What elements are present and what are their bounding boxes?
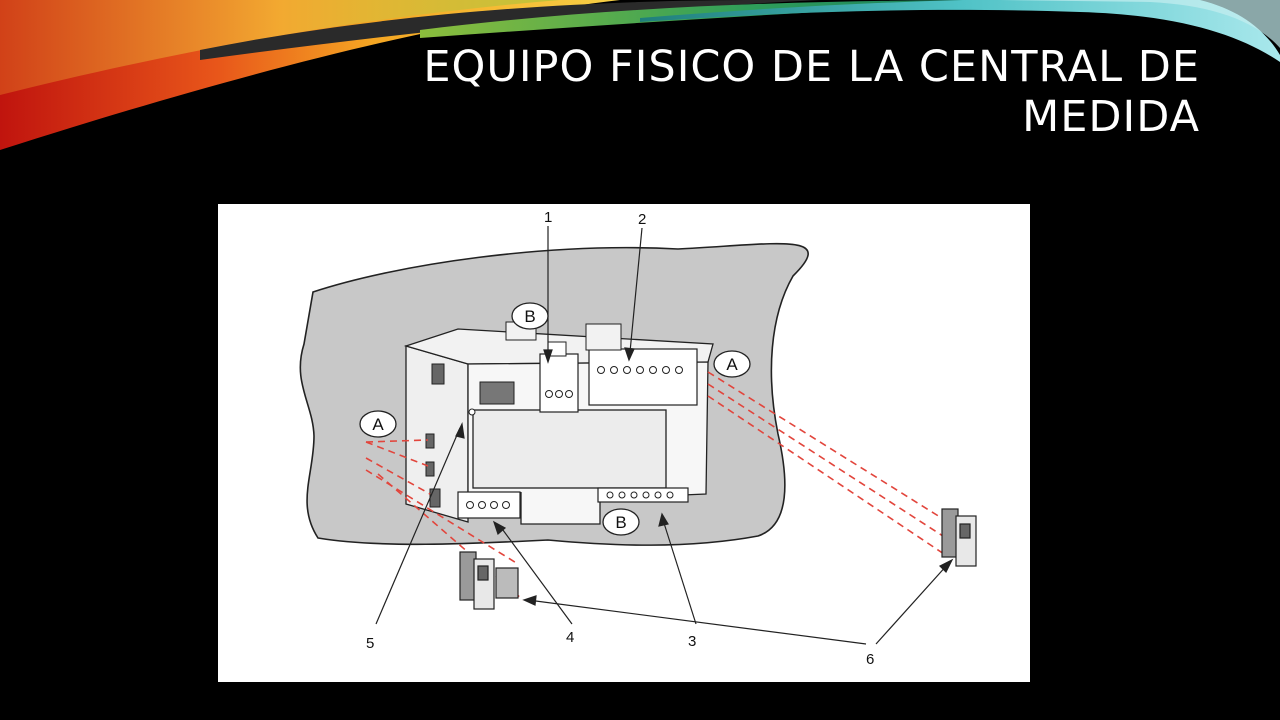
slide-title-line-1: EQUIPO FISICO DE LA CENTRAL DE [423, 42, 1200, 92]
svg-text:A: A [372, 415, 384, 434]
marker-a-right: A [713, 350, 751, 378]
marker-b-top: B [511, 302, 549, 330]
device-led [468, 408, 476, 416]
slide-title-line-2: MEDIDA [1022, 92, 1200, 142]
callout-label-1: 1 [544, 209, 552, 226]
marker-a-left: A [359, 410, 397, 438]
top-terminal-block-1 [539, 353, 579, 413]
bottom-terminal-screws-left [466, 501, 510, 509]
svg-text:B: B [524, 307, 535, 326]
top-terminal-screws-2 [597, 366, 683, 374]
callout-label-4: 4 [566, 629, 574, 646]
mounting-clip-bottom [459, 551, 519, 610]
callout-arrows [375, 226, 954, 645]
device-diagram-drawing: B A A B 1 2 3 4 5 6 [299, 209, 977, 668]
callout-label-3: 3 [688, 633, 696, 650]
callout-label-2: 2 [638, 211, 646, 228]
decorative-swoosh-banner [0, 0, 1280, 150]
side-port [479, 381, 515, 405]
callout-label-5: 5 [366, 635, 374, 652]
device-diagram-figure: B A A B 1 2 3 4 5 6 [218, 204, 1030, 682]
top-terminal-screws-1 [545, 390, 573, 398]
side-clip-top [431, 363, 445, 385]
side-slot-1 [425, 433, 435, 449]
bottom-terminal-screws-right [606, 491, 674, 499]
device-bottom-notch [520, 492, 601, 525]
device-display-window [472, 409, 667, 489]
callout-label-6: 6 [866, 651, 874, 668]
top-terminal-block-2 [588, 348, 698, 406]
marker-b-bottom: B [602, 508, 640, 536]
svg-text:B: B [615, 513, 626, 532]
svg-text:A: A [726, 355, 738, 374]
side-slot-3 [429, 488, 441, 508]
top-connector [585, 323, 622, 351]
slide-title: EQUIPO FISICO DE LA CENTRAL DE MEDIDA [380, 42, 1200, 142]
mounting-clip-right [941, 508, 977, 567]
side-slot-2 [425, 461, 435, 477]
